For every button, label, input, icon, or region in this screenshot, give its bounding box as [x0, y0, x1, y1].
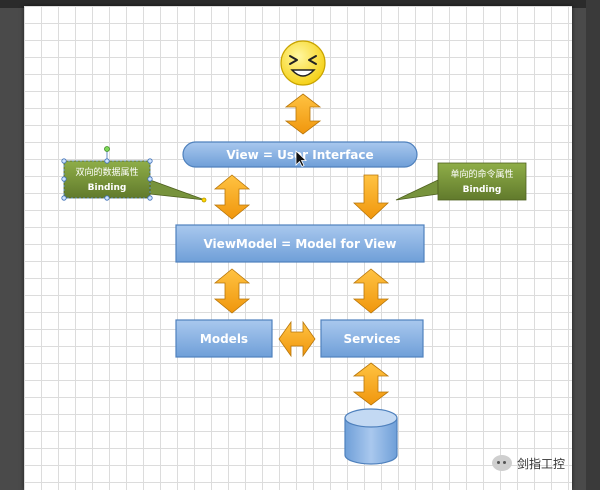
services-label: Services [343, 332, 400, 346]
models-label: Models [200, 332, 248, 346]
two-way-binding-callout[interactable]: 双向的数据属性 Binding [63, 160, 206, 201]
window-right-rail [586, 0, 600, 490]
diagram-page [24, 6, 572, 490]
window-top-bar [0, 0, 600, 8]
database-cylinder-icon[interactable] [344, 408, 398, 465]
wechat-icon [492, 455, 512, 471]
one-way-binding-title: 单向的命令属性 [450, 168, 513, 180]
double-arrow-services-database [352, 362, 390, 406]
double-arrow-viewmodel-models [213, 268, 251, 314]
one-way-binding-callout[interactable]: 单向的命令属性 Binding [395, 162, 527, 201]
smiley-face-icon [280, 40, 326, 86]
double-arrow-view-viewmodel [213, 174, 251, 220]
mouse-cursor-icon [295, 150, 308, 168]
models-box[interactable]: Models [175, 319, 273, 358]
services-box[interactable]: Services [320, 319, 424, 358]
down-arrow-view-viewmodel [352, 174, 390, 220]
viewmodel-box[interactable]: ViewModel = Model for View [175, 224, 425, 263]
two-way-binding-sub: Binding [88, 183, 127, 193]
selection-handles[interactable] [61, 146, 207, 203]
two-way-binding-title: 双向的数据属性 [75, 166, 138, 178]
double-arrow-viewmodel-services [352, 268, 390, 314]
one-way-binding-sub: Binding [463, 185, 502, 195]
watermark-text: 剑指工控 [517, 456, 566, 471]
double-arrow-user-view [284, 93, 322, 135]
double-arrow-models-services [278, 320, 316, 358]
wechat-watermark: 剑指工控 [492, 452, 565, 474]
viewmodel-label: ViewModel = Model for View [203, 237, 396, 251]
